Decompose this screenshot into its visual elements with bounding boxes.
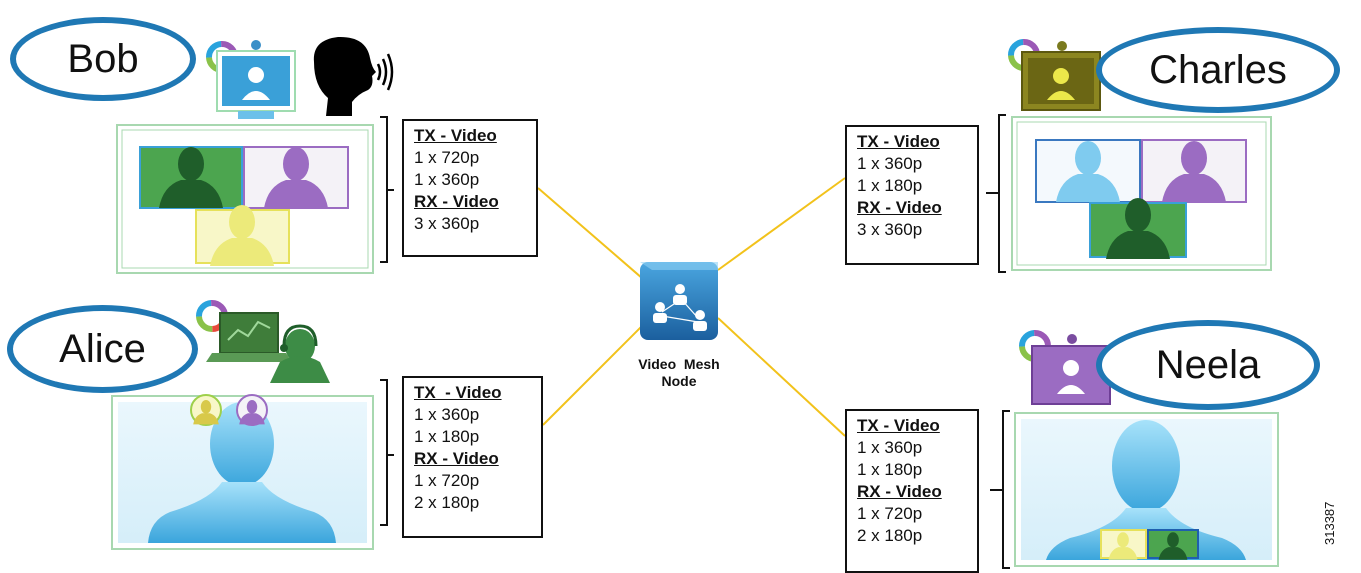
link-alice (542, 317, 651, 426)
charles-video-endpoint-icon (1021, 41, 1101, 111)
rx-header: RX - Video (414, 449, 499, 468)
participant-name-bob: Bob (10, 17, 196, 101)
tx-line: 1 x 360p (857, 438, 923, 457)
speaking-head-icon (313, 36, 394, 116)
mesh-node-icon (640, 262, 718, 340)
alice-screen (111, 394, 374, 550)
rx-line: 2 x 180p (857, 526, 923, 545)
bob-bracket (380, 116, 394, 263)
tx-line: 1 x 360p (414, 170, 480, 189)
tx-line: 1 x 180p (857, 176, 923, 195)
link-neela (717, 317, 846, 437)
spec-box-bob: TX - Video 1 x 720p 1 x 360p RX - Video … (402, 119, 538, 257)
participant-name-charles: Charles (1096, 27, 1340, 113)
tx-line: 1 x 180p (414, 427, 480, 446)
mesh-node-label: Video Mesh Node (619, 356, 739, 390)
spec-box-alice: TX - Video 1 x 360p 1 x 180p RX - Video … (402, 376, 543, 538)
tx-line: 1 x 360p (857, 154, 923, 173)
rx-header: RX - Video (857, 198, 942, 217)
spec-box-neela: TX - Video 1 x 360p 1 x 180p RX - Video … (845, 409, 979, 573)
tx-header: TX - Video (414, 126, 497, 145)
figure-id: 313387 (1322, 501, 1337, 545)
participant-name-neela: Neela (1096, 320, 1320, 410)
rx-line: 3 x 360p (414, 214, 480, 233)
participant-name-alice: Alice (7, 305, 198, 393)
tx-line: 1 x 360p (414, 405, 480, 424)
link-bob (537, 187, 651, 286)
tx-header: TX - Video (857, 132, 940, 151)
tx-line: 1 x 720p (414, 148, 480, 167)
links (537, 177, 846, 437)
neela-bracket (990, 410, 1010, 569)
alice-bracket (380, 379, 394, 526)
neela-screen (1014, 412, 1279, 567)
rx-line: 1 x 720p (414, 471, 480, 490)
charles-bracket (986, 114, 1006, 273)
tx-line: 1 x 180p (857, 460, 923, 479)
link-charles (717, 177, 846, 271)
rx-line: 2 x 180p (414, 493, 480, 512)
tx-header: TX - Video (857, 416, 940, 435)
rx-header: RX - Video (857, 482, 942, 501)
bob-screen (116, 124, 374, 274)
charles-screen (1011, 116, 1272, 271)
tx-header: TX - Video (414, 383, 502, 402)
bob-video-endpoint-icon (216, 40, 296, 119)
rx-header: RX - Video (414, 192, 499, 211)
spec-box-charles: TX - Video 1 x 360p 1 x 180p RX - Video … (845, 125, 979, 265)
rx-line: 3 x 360p (857, 220, 923, 239)
mesh-node-label-line1: Video Mesh (638, 356, 720, 372)
mesh-node-label-line2: Node (661, 373, 697, 389)
laptop-icon (206, 312, 292, 362)
headset-person-icon (270, 324, 330, 383)
rx-line: 1 x 720p (857, 504, 923, 523)
